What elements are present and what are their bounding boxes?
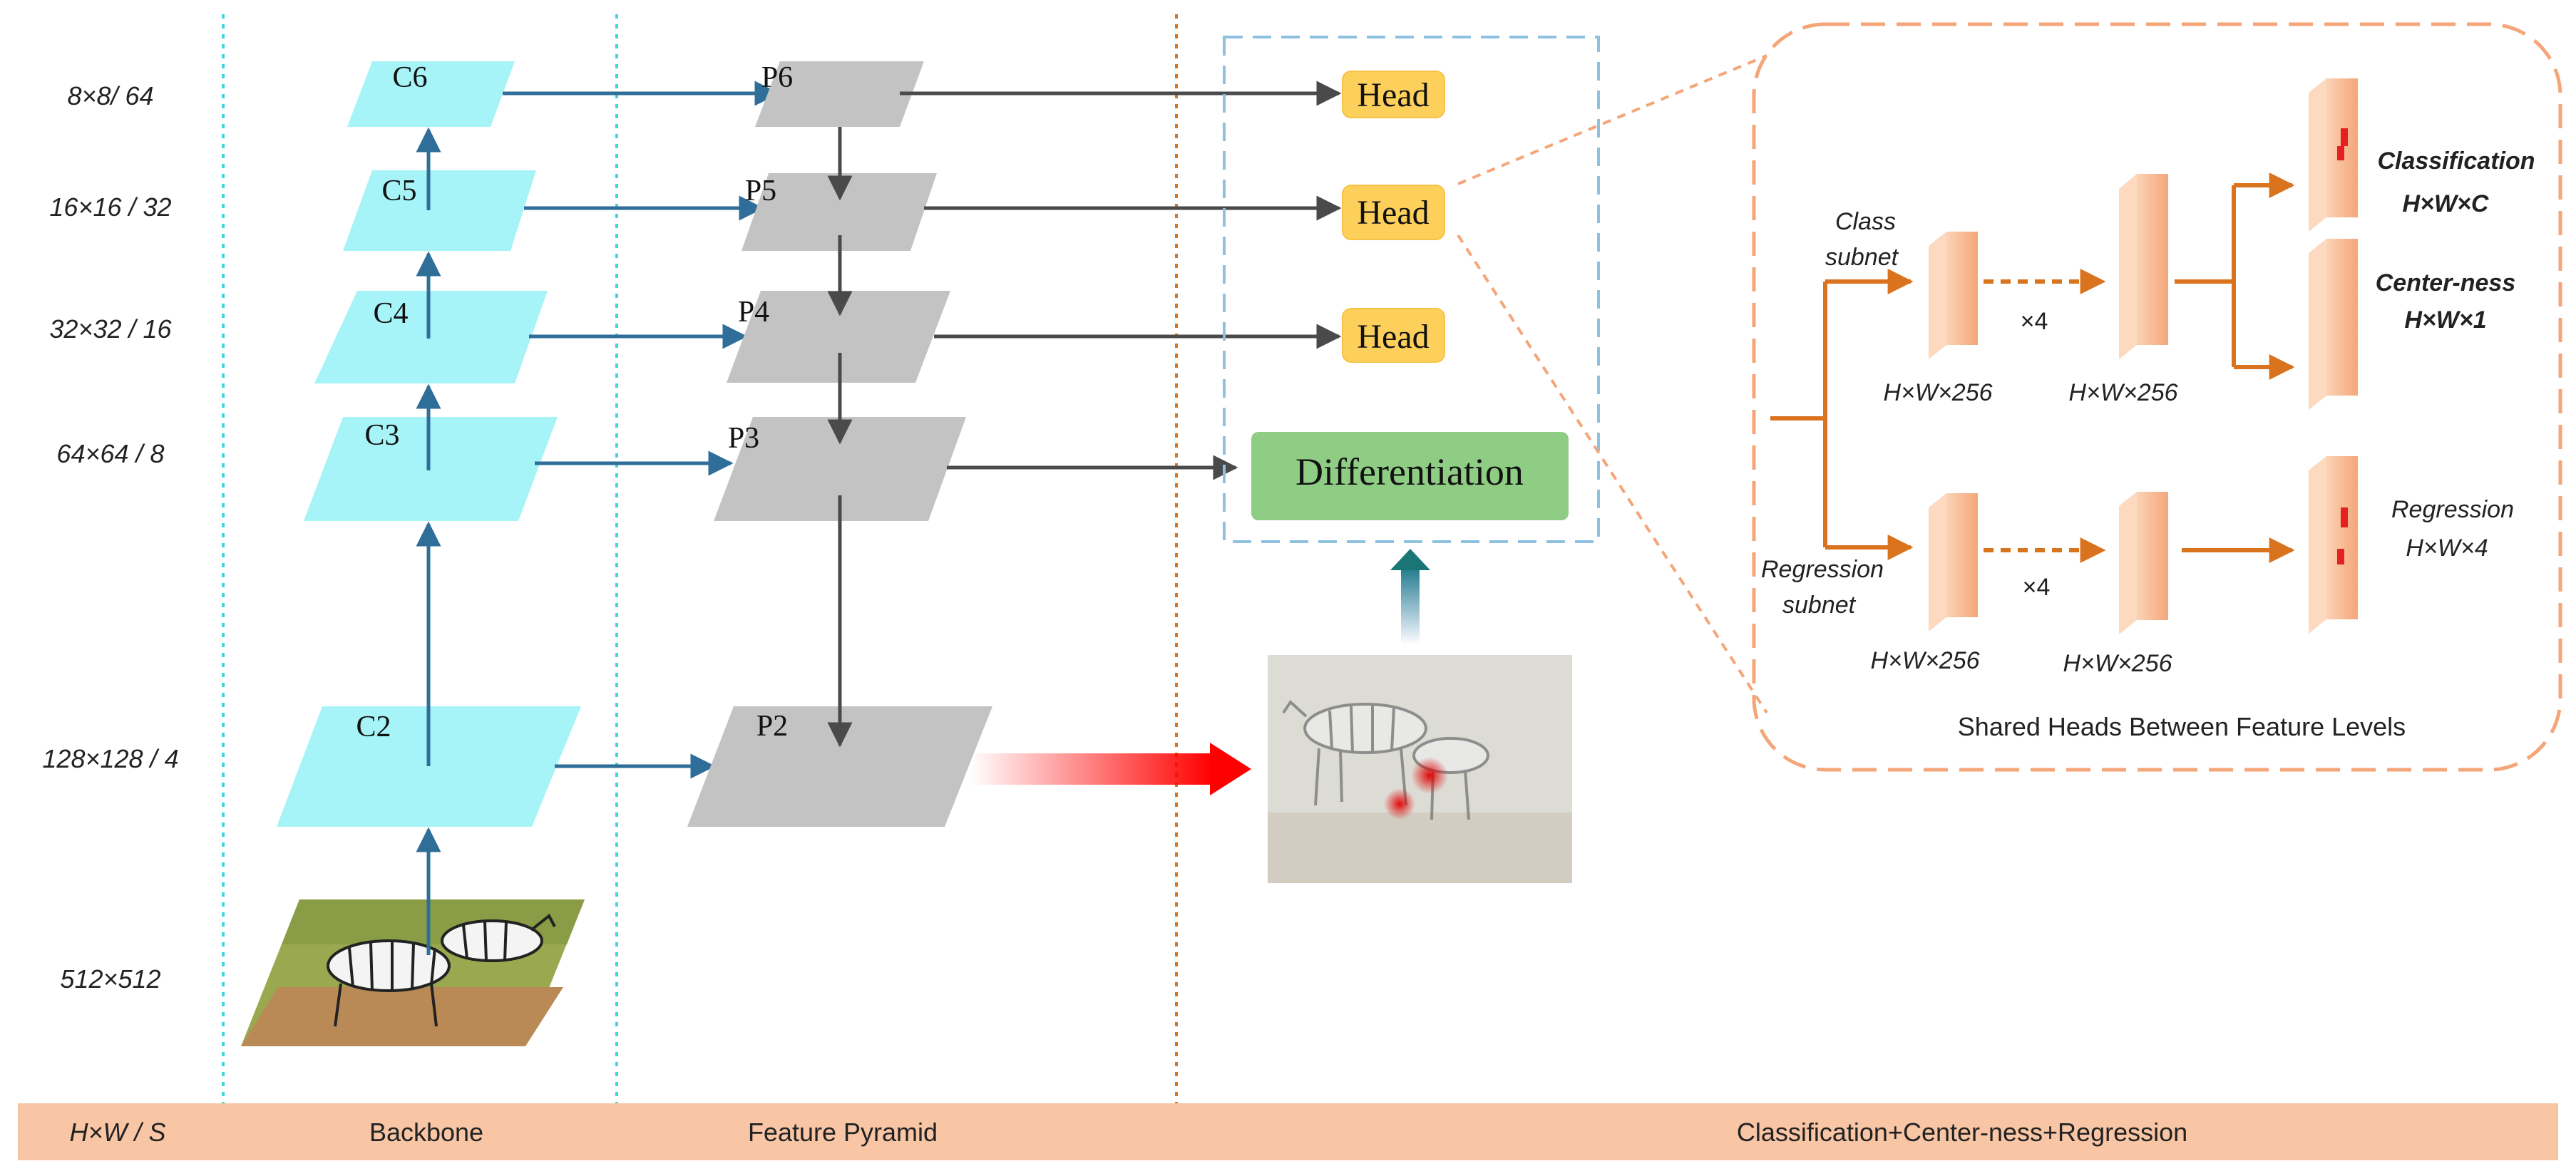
- head-box-p6: Head: [1342, 71, 1445, 118]
- size-label-c2: 128×128 / 4: [42, 744, 178, 773]
- zoom-line-top: [1457, 54, 1767, 185]
- pyramid-label-p6: P6: [761, 61, 793, 94]
- regression-repeat-label: ×4: [2023, 574, 2051, 601]
- reg-dims-1: H×W×256: [1870, 647, 1979, 674]
- footer-classification-label: Classification+Center-ness+Regression: [1737, 1118, 2187, 1147]
- shared-heads-caption: Shared Heads Between Feature Levels: [1958, 712, 2406, 741]
- size-label-c4: 32×32 / 16: [49, 314, 172, 344]
- backbone-label-c4: C4: [373, 297, 408, 330]
- backbone-label-c5: C5: [381, 175, 416, 207]
- regression-subnet-label-line2: subnet: [1782, 592, 1857, 619]
- pyramid-label-p2: P2: [756, 710, 788, 743]
- pyramid-level-p2: P2: [687, 706, 992, 827]
- size-label-input: 512×512: [60, 964, 160, 994]
- class-subnet-label: Class: [1835, 208, 1896, 235]
- feature-map-classification: [2309, 78, 2358, 232]
- arrow-heatmap-to-differentiation: [1390, 549, 1430, 645]
- backbone-level-c2: C2: [277, 706, 581, 827]
- class-subnet-label-line2: subnet: [1825, 244, 1899, 271]
- head-label-p4: Head: [1357, 318, 1429, 356]
- footer-scale-label: H×W / S: [69, 1118, 165, 1147]
- regression-label: Regression: [2391, 496, 2514, 523]
- feature-map-centerness: [2309, 239, 2358, 410]
- class-subnet-label-line1: Class subnet: [1825, 208, 1899, 271]
- class-repeat-label: ×4: [2021, 308, 2048, 335]
- regression-subnet-label: Regression subnet: [1761, 556, 1884, 619]
- pyramid-level-p5: P5: [742, 173, 937, 251]
- backbone-label-c3: C3: [364, 419, 399, 452]
- heads-group-box: [1223, 36, 1600, 543]
- backbone-label-c6: C6: [392, 61, 427, 94]
- pyramid-label-p4: P4: [738, 296, 769, 329]
- footer-backbone-label: Backbone: [369, 1118, 483, 1147]
- feature-map-regression-output: [2309, 456, 2358, 634]
- differentiation-label: Differentiation: [1295, 450, 1524, 493]
- feature-map-class-2: [2119, 174, 2168, 359]
- footer-feature-pyramid-label: Feature Pyramid: [748, 1118, 938, 1147]
- centerness-label: Center-ness: [2376, 269, 2516, 296]
- reg-dims-2: H×W×256: [2063, 650, 2172, 677]
- centerness-dims: H×W×1: [2404, 306, 2486, 334]
- backbone-label-c2: C2: [356, 711, 391, 743]
- heatmap-image: [1268, 655, 1572, 883]
- head-box-p5: Head: [1342, 185, 1445, 240]
- pyramid-label-p3: P3: [728, 422, 759, 455]
- pyramid-level-p6: P6: [755, 61, 924, 127]
- feature-map-regression-2: [2119, 492, 2168, 634]
- size-label-c6: 8×8/ 64: [67, 81, 153, 110]
- regression-subnet-label-line1: Regression: [1761, 556, 1884, 583]
- differentiation-box: Differentiation: [1251, 432, 1569, 520]
- size-label-c3: 64×64 / 8: [56, 439, 164, 468]
- head-label-p6: Head: [1357, 76, 1429, 114]
- feature-map-class-1: [1929, 232, 1978, 359]
- pyramid-level-p3: P3: [714, 417, 966, 521]
- class-dims-2: H×W×256: [2068, 379, 2177, 406]
- classification-dims: H×W×C: [2403, 190, 2489, 217]
- backbone-level-c3: C3: [304, 417, 558, 521]
- zoom-line-bottom: [1457, 234, 1768, 714]
- regression-dims: H×W×4: [2406, 535, 2488, 562]
- classification-label: Classification: [2377, 148, 2535, 175]
- pyramid-label-p5: P5: [745, 175, 776, 207]
- class-dims-1: H×W×256: [1883, 379, 1992, 406]
- backbone-level-c6: C6: [347, 61, 515, 127]
- backbone-level-c5: C5: [343, 170, 536, 251]
- arrow-p2-to-heatmap: [970, 743, 1251, 795]
- input-image: [241, 899, 585, 1046]
- head-label-p5: Head: [1357, 194, 1429, 232]
- shared-heads-box: [1752, 22, 2562, 772]
- head-box-p4: Head: [1342, 308, 1445, 363]
- pyramid-level-p4: P4: [727, 291, 950, 383]
- backbone-level-c4: C4: [314, 291, 548, 383]
- footer-band: [18, 1103, 2558, 1160]
- size-label-c5: 16×16 / 32: [49, 192, 171, 222]
- feature-map-regression-1: [1929, 493, 1978, 631]
